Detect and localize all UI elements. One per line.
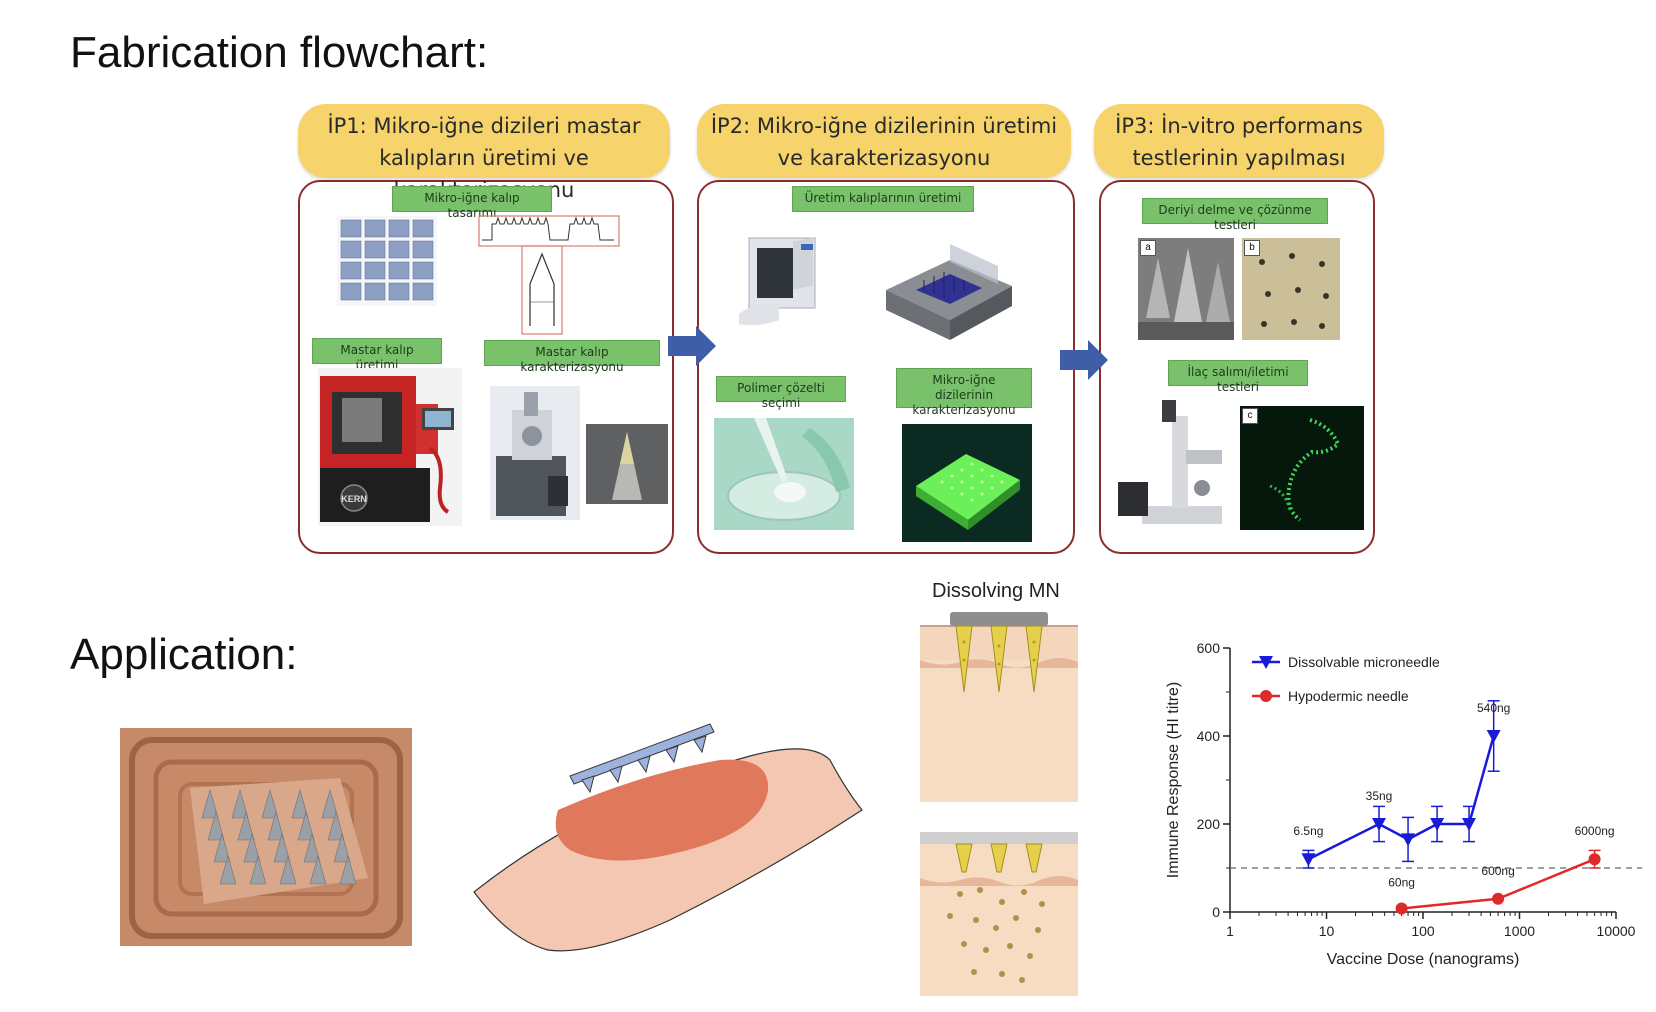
data-point <box>1396 902 1408 914</box>
production-mold-3d-image <box>880 240 1018 344</box>
photo-tag-b: b <box>1244 240 1260 256</box>
y-tick-label: 400 <box>1197 728 1221 744</box>
polymer-solution-image <box>714 418 854 530</box>
needle-profile-diagram <box>478 214 622 338</box>
application-heading: Application: <box>70 630 297 680</box>
legend-label: Hypodermic needle <box>1288 688 1409 704</box>
y-tick-label: 600 <box>1197 640 1221 656</box>
label-skin-piercing-tests: Deriyi delme ve çözünme testleri <box>1142 198 1328 224</box>
data-label: 35ng <box>1366 789 1393 803</box>
fluorescence-skin-image <box>1240 406 1364 530</box>
data-point <box>1372 818 1386 831</box>
sem-instrument-image <box>490 386 580 520</box>
microneedle-patch-photo <box>120 728 412 946</box>
chart-legend: Dissolvable microneedleHypodermic needle <box>1252 654 1440 704</box>
label-production-molds: Üretim kalıplarının üretimi <box>792 186 974 212</box>
stage-arrow-1-icon <box>668 326 718 366</box>
photo-tag-a: a <box>1140 240 1156 256</box>
data-point <box>1487 730 1501 743</box>
data-point <box>1492 893 1504 905</box>
label-drug-release-tests: İlaç salımı/iletimi testleri <box>1168 360 1308 386</box>
stage-arrow-2-icon <box>1060 340 1110 380</box>
legend-label: Dissolvable microneedle <box>1288 654 1440 670</box>
stage-3-title-line2: testlerinin yapılması <box>1094 142 1384 174</box>
kern-machine-image: KERN <box>318 368 462 526</box>
x-tick-label: 1 <box>1226 923 1234 939</box>
label-mn-array-characterization: Mikro-iğne dizilerinin karakterizasyonu <box>896 368 1032 408</box>
immune-response-chart: 0 200 400 600 1 10 100 1000 10000Vaccine Dose (n… <box>1150 620 1650 984</box>
label-master-mold-production: Mastar kalıp üretimi <box>312 338 442 364</box>
skin-application-diagram <box>470 720 870 958</box>
stage-2-title-line1: İP2: Mikro-iğne dizilerinin üretimi <box>697 110 1071 142</box>
data-point <box>1401 833 1415 846</box>
data-point <box>1589 853 1601 865</box>
series-line-1 <box>1308 736 1493 859</box>
legend-marker <box>1260 690 1272 702</box>
label-mold-design: Mikro-iğne kalıp tasarımı <box>392 186 552 212</box>
y-axis-label: Immune Response (HI titre) <box>1165 682 1182 879</box>
photo-tag-c: c <box>1242 408 1258 424</box>
x-tick-label: 10000 <box>1597 923 1636 939</box>
y-tick-label: 200 <box>1197 816 1221 832</box>
stage-3-title: İP3: İn-vitro performans testlerinin yap… <box>1094 104 1384 178</box>
x-tick-label: 100 <box>1411 923 1435 939</box>
dissolving-mn-after-diagram <box>920 832 1078 996</box>
fluorescence-microscope-image <box>1112 396 1232 532</box>
x-axis-label: Vaccine Dose (nanograms) <box>1327 951 1520 968</box>
mn-array-fluorescent-image <box>902 424 1032 542</box>
y-tick-label: 0 <box>1212 904 1220 920</box>
stage-2-title: İP2: Mikro-iğne dizilerinin üretimi ve k… <box>697 104 1071 178</box>
data-label: 60ng <box>1388 875 1415 889</box>
data-label: 6.5ng <box>1293 824 1323 838</box>
data-label: 6000ng <box>1575 824 1615 838</box>
fabrication-heading: Fabrication flowchart: <box>70 28 488 78</box>
chart-marks: 6.5ng 35ng 540ng 60ng 600ng 6000ng <box>1293 701 1614 915</box>
stage-1-title-line1: İP1: Mikro-iğne dizileri mastar <box>298 110 670 142</box>
data-point <box>1301 853 1315 866</box>
mold-design-grid-icon <box>337 216 437 306</box>
dissolving-mn-before-diagram <box>920 612 1078 802</box>
vacuum-oven-image <box>735 234 825 344</box>
stage-1-title: İP1: Mikro-iğne dizileri mastar kalıplar… <box>298 104 670 178</box>
kern-logo-text: KERN <box>341 494 367 504</box>
sem-needle-image <box>586 424 668 504</box>
label-polymer-solution: Polimer çözelti seçimi <box>716 376 846 402</box>
stage-3-title-line1: İP3: İn-vitro performans <box>1094 110 1384 142</box>
x-tick-label: 10 <box>1319 923 1335 939</box>
x-tick-label: 1000 <box>1504 923 1535 939</box>
dissolving-mn-title: Dissolving MN <box>932 580 1060 603</box>
label-master-mold-characterization: Mastar kalıp karakterizasyonu <box>484 340 660 366</box>
data-label: 600ng <box>1481 864 1514 878</box>
data-label: 540ng <box>1477 701 1510 715</box>
stage-2-title-line2: ve karakterizasyonu <box>697 142 1071 174</box>
